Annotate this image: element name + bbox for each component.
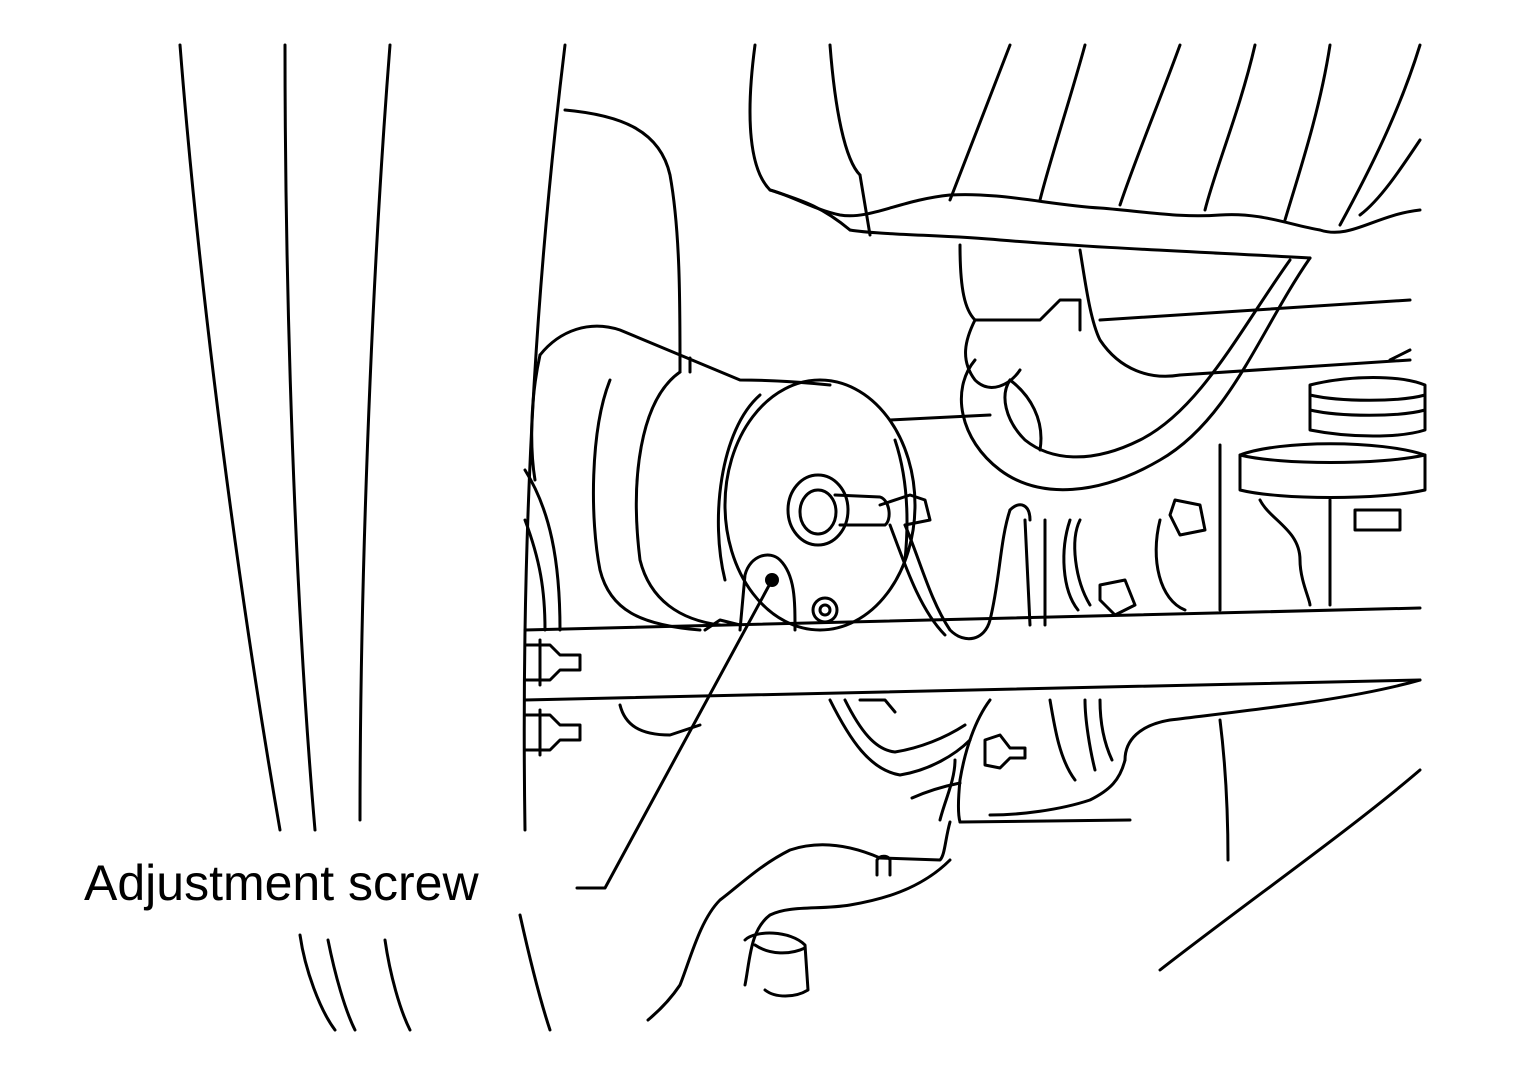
callout-leader xyxy=(575,578,774,890)
motor-terminal xyxy=(786,473,1032,641)
motor-housing xyxy=(530,324,992,632)
tire-sidewall xyxy=(178,43,567,1032)
lower-panel xyxy=(646,820,952,1022)
adjustment-screw-boss xyxy=(738,553,797,632)
hose xyxy=(959,256,1312,492)
lower-structure xyxy=(618,678,1422,972)
right-components xyxy=(1023,376,1427,627)
adjustment-screw-label: Adjustment screw xyxy=(84,855,479,911)
body-panel xyxy=(563,43,1422,367)
bracket xyxy=(958,243,1412,389)
cross-member xyxy=(523,468,1422,702)
beam-nuts xyxy=(523,638,582,757)
